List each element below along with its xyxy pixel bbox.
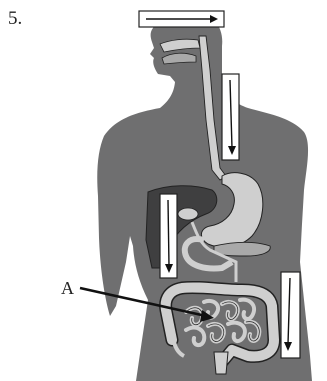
arrow-box-colon [281, 272, 300, 358]
gallbladder [178, 208, 198, 220]
pancreas [214, 242, 270, 256]
arrow-box-liver [160, 194, 177, 278]
rectum [214, 352, 228, 374]
arrow-box-esophagus [222, 74, 239, 160]
arrow-box-top [139, 11, 224, 27]
